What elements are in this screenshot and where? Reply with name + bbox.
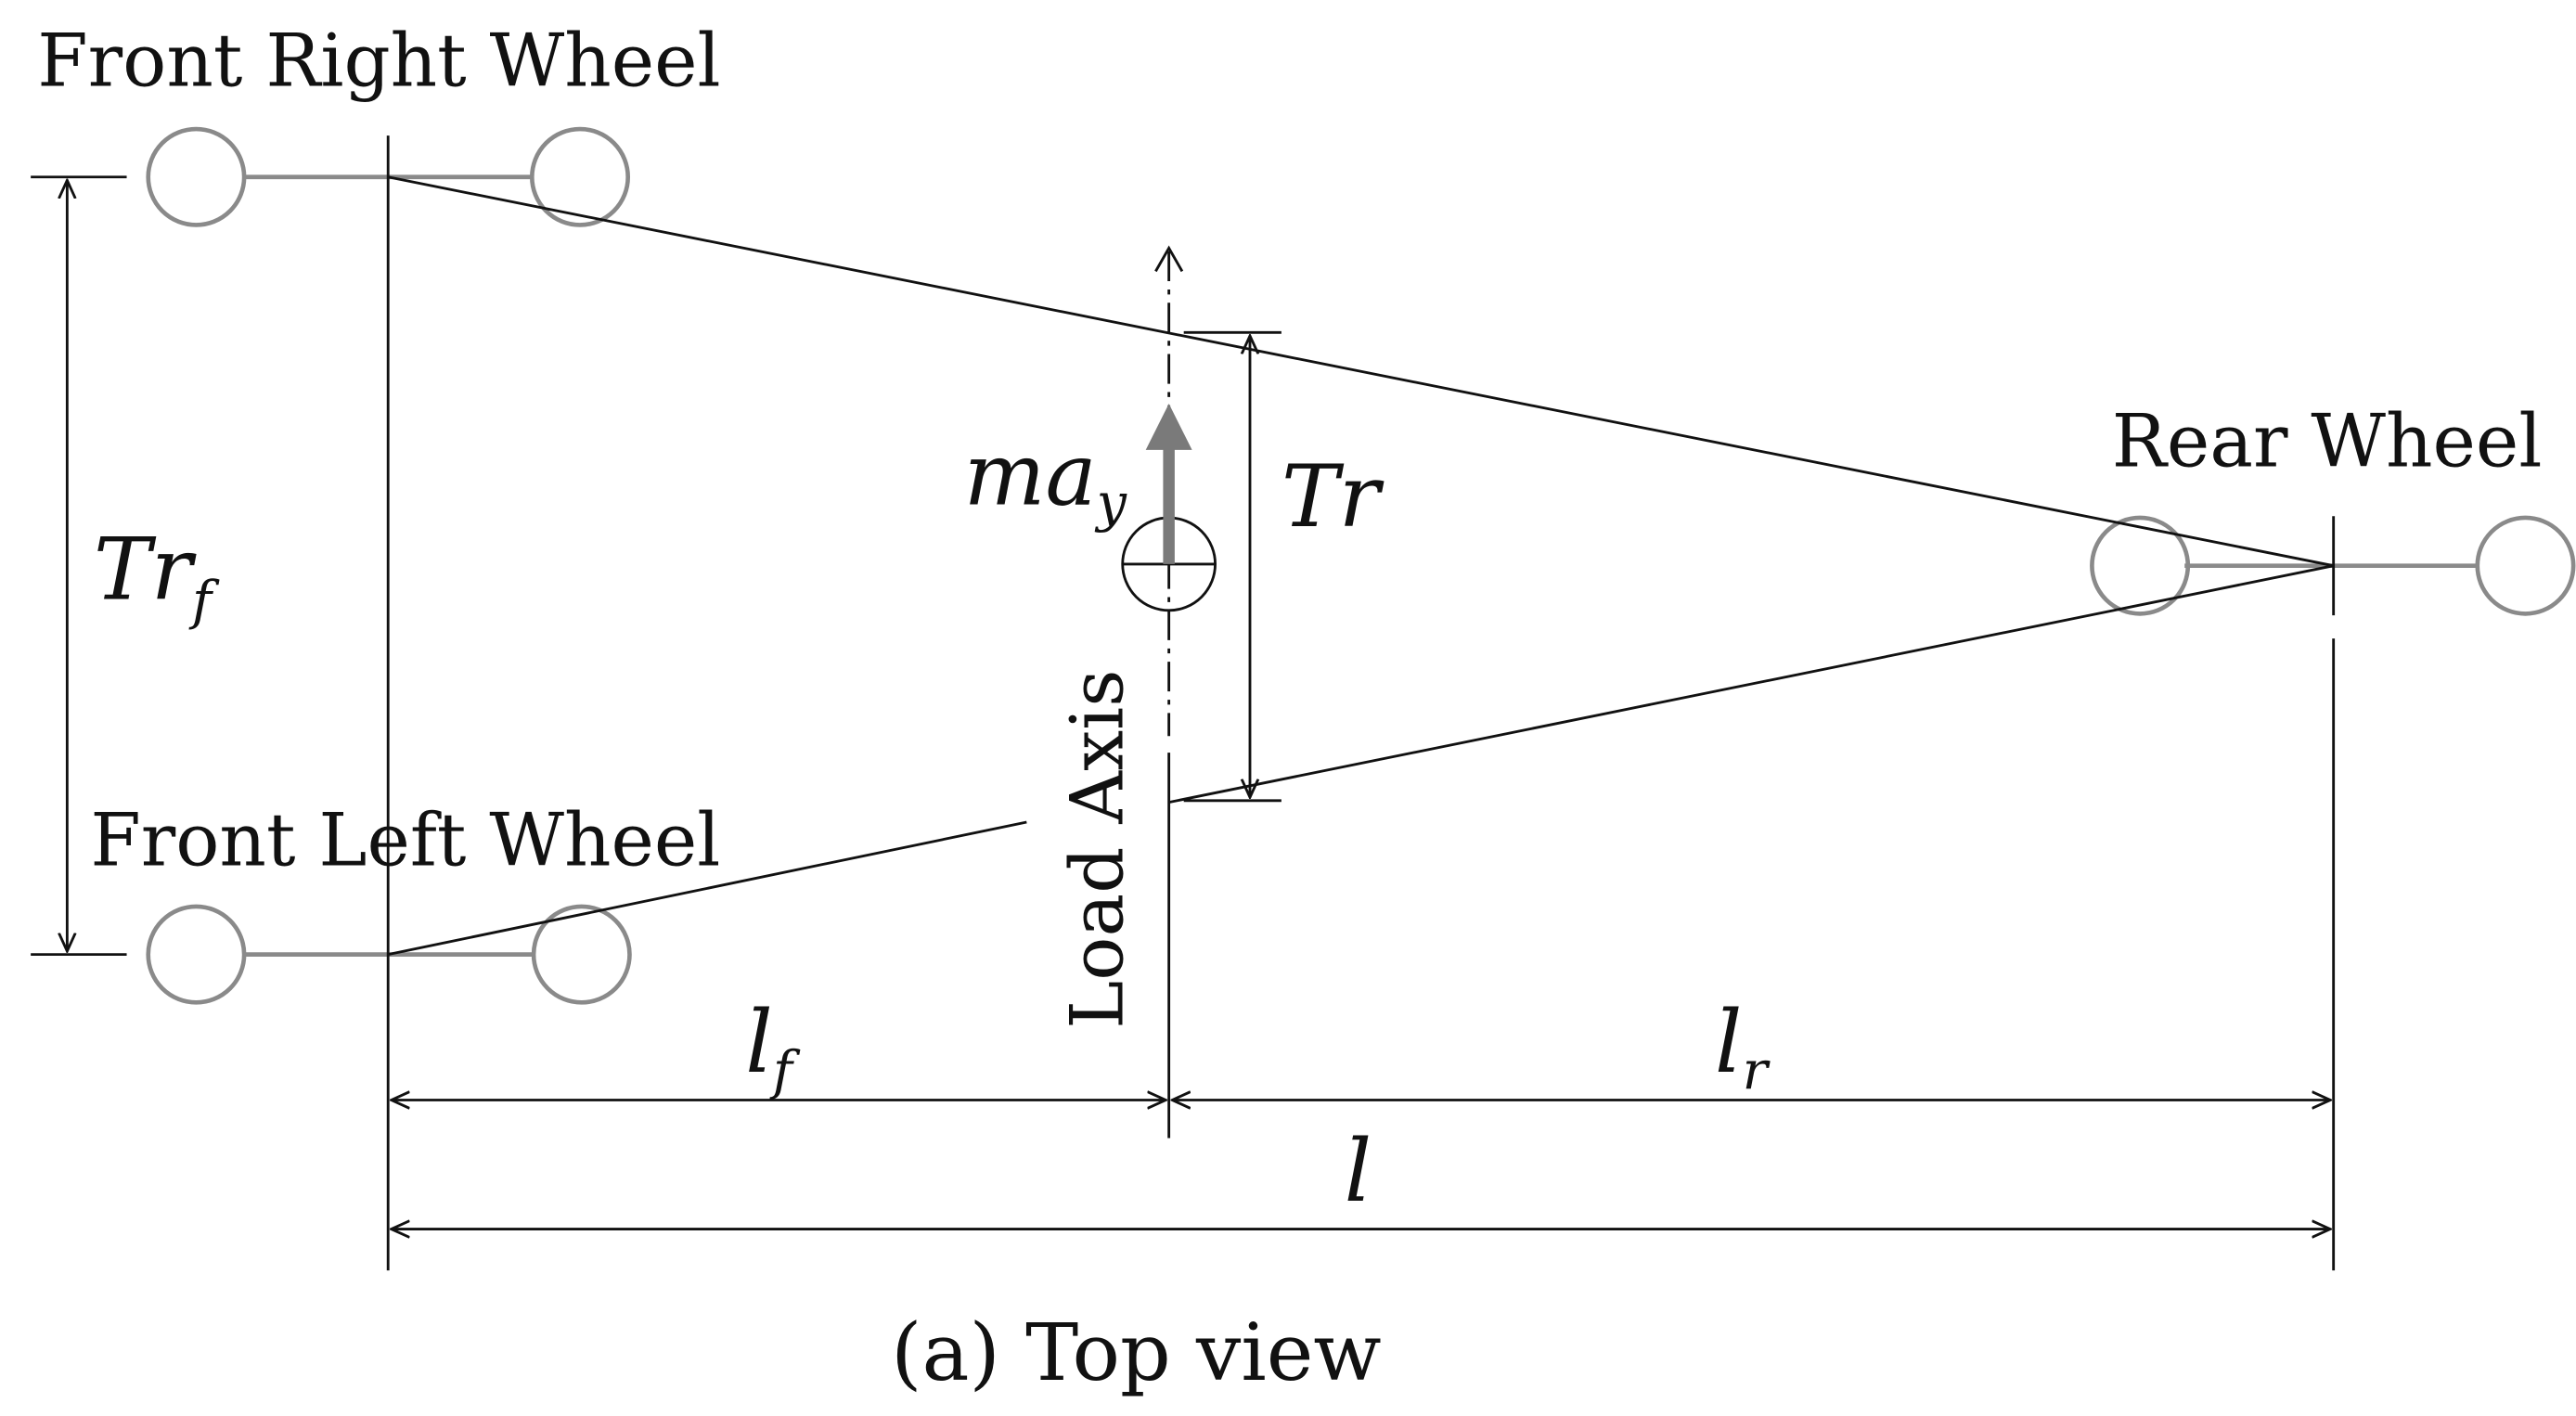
vehicle-frame	[387, 175, 2334, 957]
lateral-force-arrow	[1145, 403, 1192, 564]
frame-upper-line	[387, 175, 2334, 568]
longitudinal-dimensions	[392, 1101, 2330, 1229]
rear-wheel-label: Rear Wheel	[2112, 400, 2543, 484]
front-right-wheel-outer	[146, 126, 247, 227]
front-track-dimension	[31, 175, 127, 957]
track-at-load-dimension	[1183, 330, 1282, 803]
frame-lower-line-right	[1168, 564, 2334, 805]
load-axis	[1154, 245, 1184, 1139]
front-right-wheel-inner	[529, 126, 631, 227]
front-left-wheel-outer	[146, 904, 247, 1005]
load-axis-label: Load Axis	[1056, 669, 1140, 1028]
wheelbase-symbol: l	[1345, 1121, 1372, 1221]
caption: (a) Top view	[891, 1307, 1381, 1399]
rear-wheel-outer	[2475, 515, 2576, 616]
load-axis-arrowhead	[1154, 245, 1184, 273]
force-arrow-head	[1145, 403, 1192, 450]
rear-length-symbol: lr	[1715, 992, 1771, 1101]
front-left-wheel-label: Front Left Wheel	[90, 798, 720, 882]
front-right-wheel-label: Front Right Wheel	[37, 19, 720, 104]
front-left-wheel-inner	[531, 904, 632, 1005]
lateral-force-symbol: may	[964, 425, 1127, 534]
front-track-symbol: Trf	[94, 519, 220, 631]
frame-lower-line-left	[387, 820, 1027, 957]
rear-wheel-inner	[2090, 515, 2191, 616]
front-length-symbol: lf	[745, 992, 801, 1101]
track-at-load-symbol: Tr	[1282, 446, 1385, 547]
